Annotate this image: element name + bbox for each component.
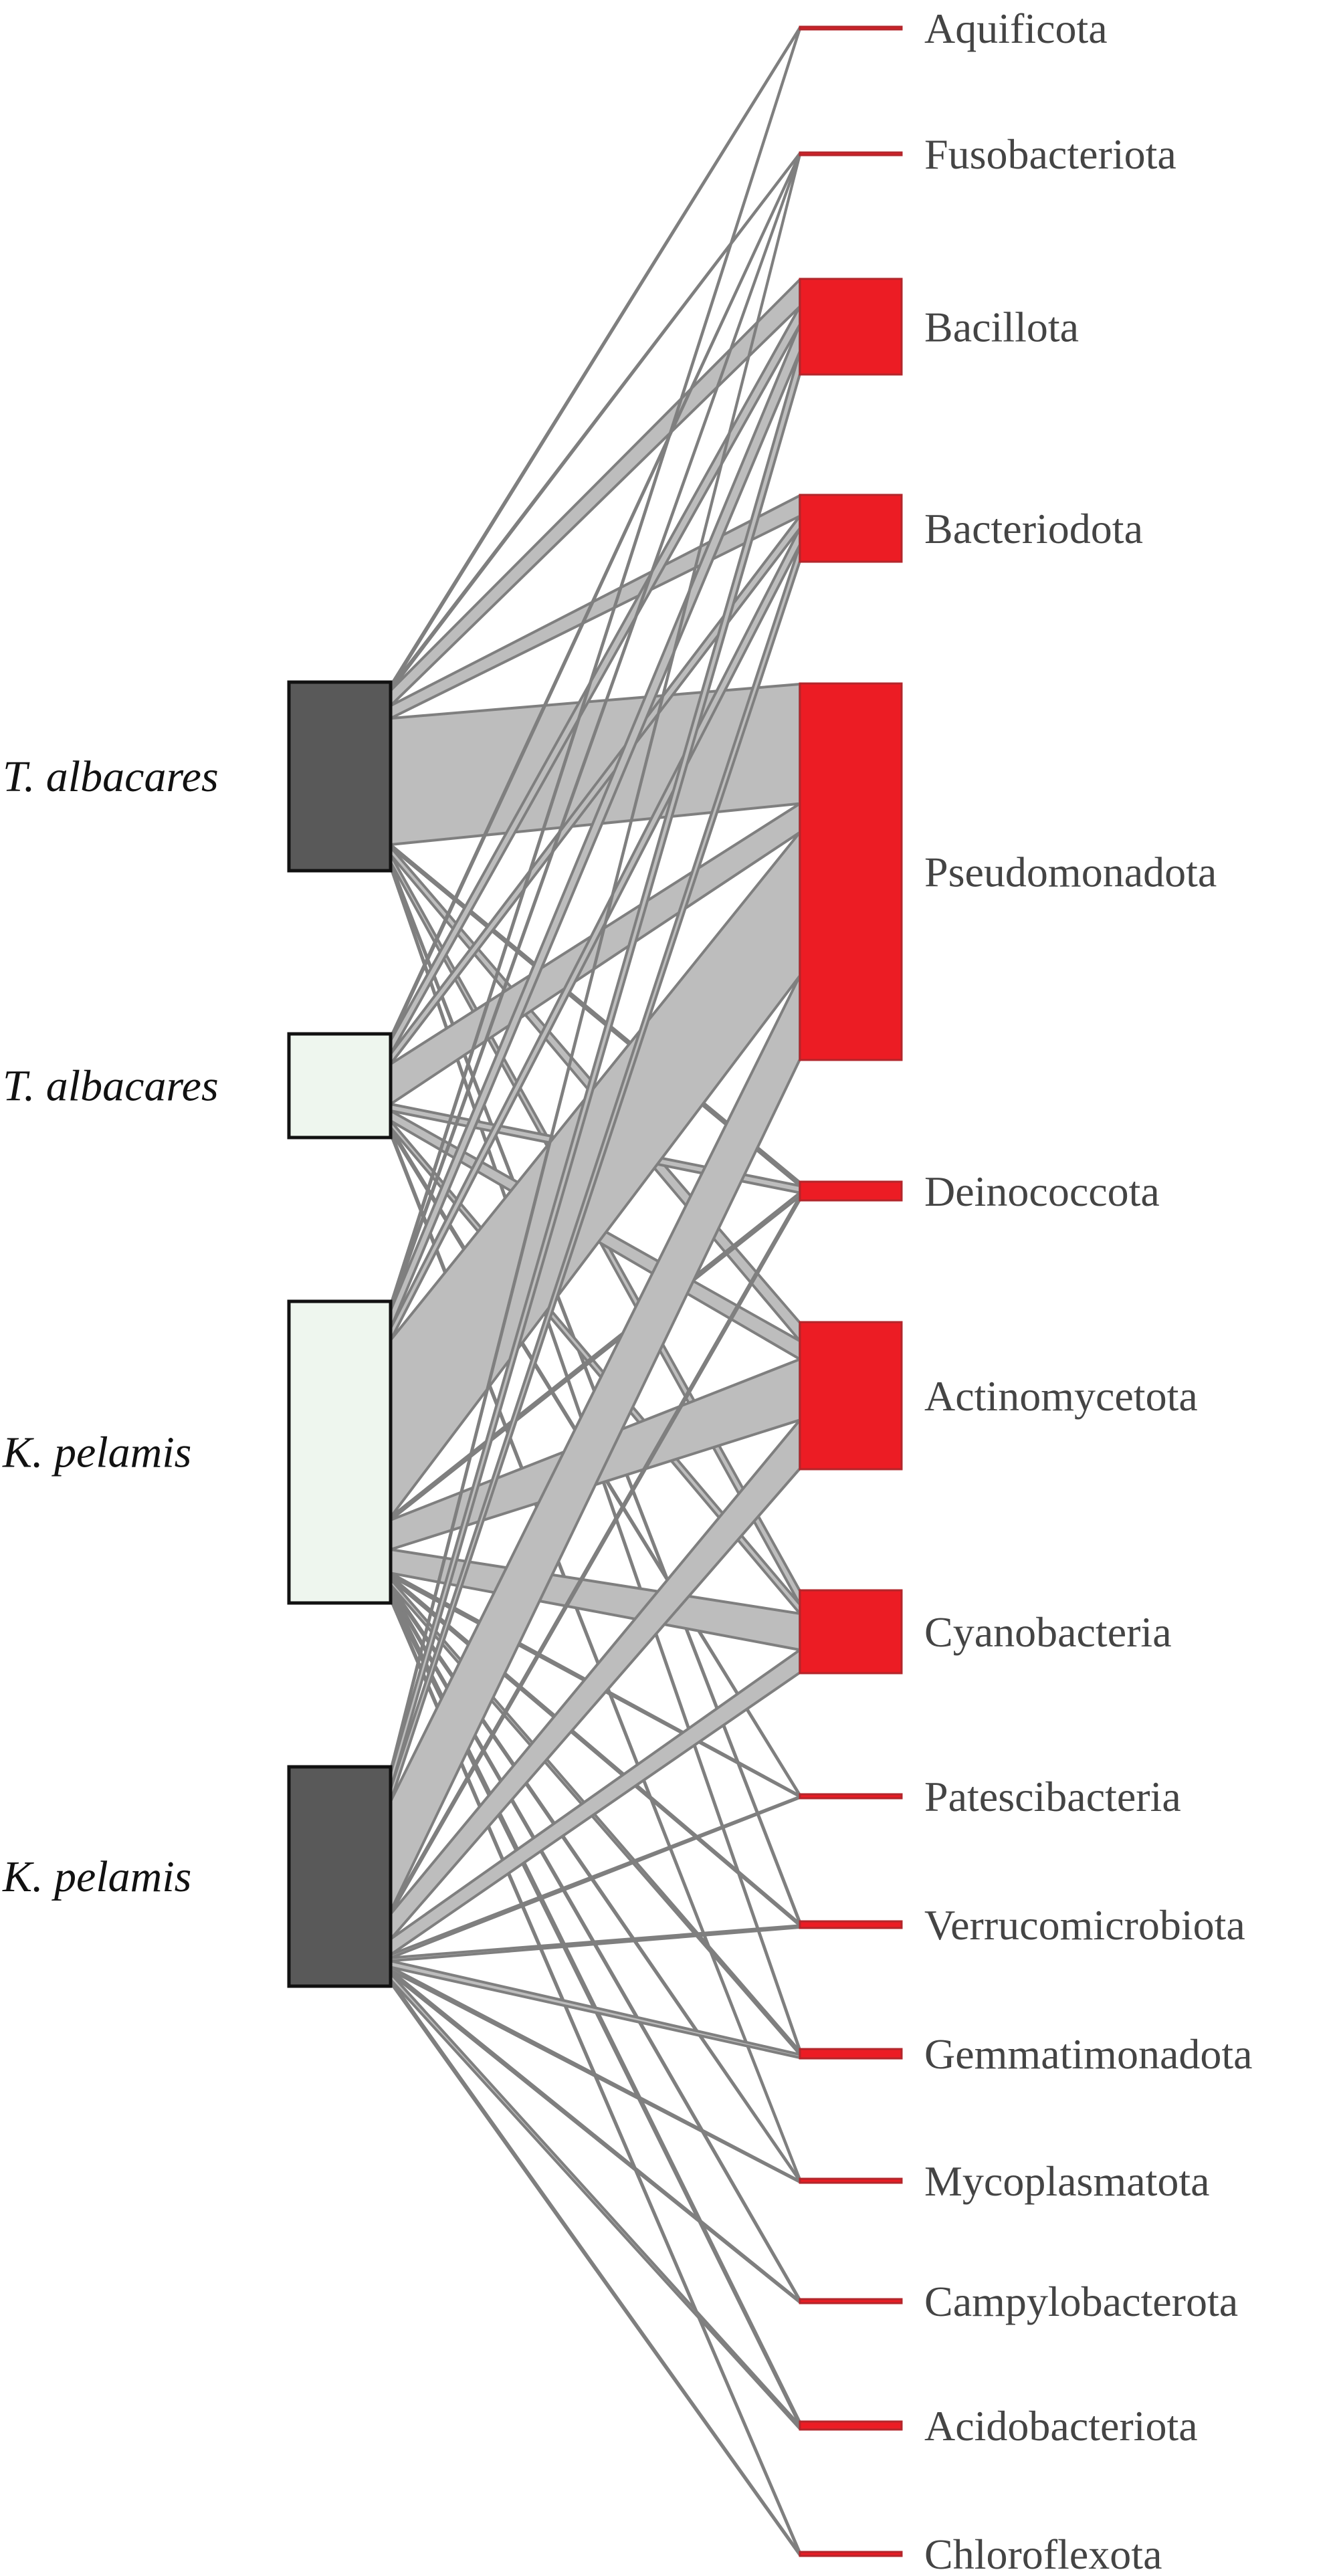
phylum-label-acidobacteriota: Acidobacteriota — [924, 2402, 1198, 2450]
phylum-label-campylobacterota: Campylobacterota — [924, 2278, 1238, 2325]
phylum-label-bacteriodota: Bacteriodota — [924, 505, 1143, 552]
phylum-node-verrucomicrobiota — [799, 1920, 903, 1929]
phylum-node-acidobacteriota — [799, 2420, 903, 2431]
species-node-k-pelamis-4 — [287, 1765, 393, 1988]
phylum-node-bacillota — [799, 278, 903, 376]
phylum-label-cyanobacteria: Cyanobacteria — [924, 1608, 1172, 1656]
links-layer — [389, 26, 801, 2557]
phylum-node-gemmatimonadota — [799, 2048, 903, 2060]
right-nodes-layer: AquificotaFusobacteriotaBacillotaBacteri… — [799, 5, 1253, 2576]
link-k-pelamis-2-to-gemmatimonadota — [389, 1578, 801, 2056]
phylum-node-chloroflexota — [799, 2551, 903, 2557]
phylum-node-bacteriodota — [799, 494, 903, 563]
species-node-t-albacares-2 — [287, 1032, 393, 1140]
phylum-label-bacillota: Bacillota — [924, 304, 1079, 351]
species-node-t-albacares-1 — [287, 680, 393, 873]
link-k-pelamis-3-to-chloroflexota — [389, 1978, 801, 2557]
phylum-node-pseudomonadota — [799, 682, 903, 1061]
phylum-label-patescibacteria: Patescibacteria — [924, 1773, 1181, 1820]
phylum-label-fusobacteriota: Fusobacteriota — [924, 130, 1176, 178]
phylum-label-deinococcota: Deinococcota — [924, 1168, 1160, 1215]
species-node-k-pelamis-3 — [287, 1299, 393, 1605]
species-label-t-albacares-2: T. albacares — [3, 1062, 219, 1111]
species-label-k-pelamis-4: K. pelamis — [2, 1852, 191, 1901]
phylum-label-chloroflexota: Chloroflexota — [924, 2531, 1162, 2576]
phylum-node-mycoplasmatota — [799, 2177, 903, 2184]
link-k-pelamis-3-to-mycoplasmatota — [389, 1965, 801, 2183]
phylum-label-aquificota: Aquificota — [924, 5, 1108, 52]
phylum-label-mycoplasmatota: Mycoplasmatota — [924, 2157, 1210, 2205]
phylum-node-campylobacterota — [799, 2298, 903, 2304]
phylum-node-patescibacteria — [799, 1793, 903, 1800]
left-nodes-layer: T. albacares T. albacares K. pelamis K. pel… — [2, 680, 393, 1988]
phylum-node-aquificota — [799, 25, 903, 31]
link-k-pelamis-3-to-bacillota — [389, 350, 801, 1791]
phylum-label-gemmatimonadota: Gemmatimonadota — [924, 2030, 1253, 2078]
phylum-node-cyanobacteria — [799, 1589, 903, 1675]
phylum-label-actinomycetota: Actinomycetota — [924, 1372, 1198, 1420]
phylum-node-actinomycetota — [799, 1321, 903, 1471]
phylum-node-fusobacteriota — [799, 151, 903, 156]
phylum-label-pseudomonadota: Pseudomonadota — [924, 849, 1217, 896]
species-label-t-albacares-1: T. albacares — [3, 752, 219, 801]
phylum-node-deinococcota — [799, 1180, 903, 1202]
species-label-k-pelamis-3: K. pelamis — [2, 1428, 191, 1477]
phylum-label-verrucomicrobiota: Verrucomicrobiota — [924, 1901, 1245, 1949]
